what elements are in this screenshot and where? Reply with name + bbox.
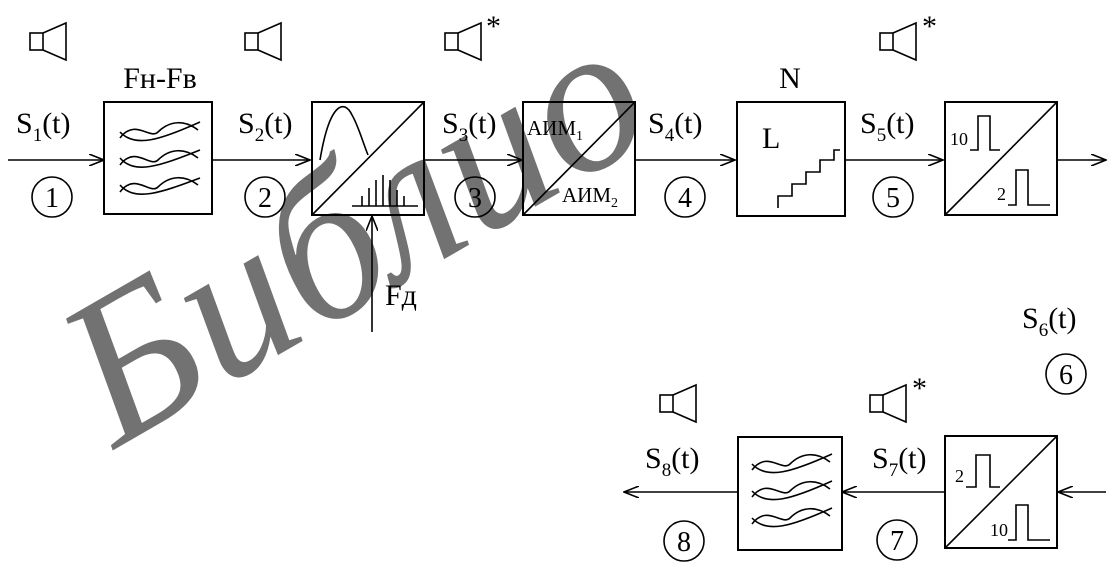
bandpass-label: Fн-Fв <box>123 62 197 95</box>
quant-levels-label: N <box>779 62 801 95</box>
svg-text:L: L <box>762 122 780 155</box>
sampler-block <box>311 101 425 216</box>
speaker-icon-star <box>879 21 917 62</box>
speaker-icon <box>244 21 282 62</box>
point-7-circle: 7 <box>876 519 918 561</box>
svg-text:10: 10 <box>950 129 968 149</box>
star-marker: * <box>912 372 927 405</box>
svg-text:2: 2 <box>955 466 964 486</box>
svg-text:2: 2 <box>258 183 272 214</box>
sampling-freq-label: Fд <box>385 279 417 312</box>
watermark-text: Библио <box>19 0 684 491</box>
svg-text:3: 3 <box>468 183 482 214</box>
svg-text:5: 5 <box>886 183 900 214</box>
svg-text:10: 10 <box>990 520 1008 540</box>
speaker-icon-star <box>444 21 482 62</box>
bandpass-filter-block <box>103 101 213 215</box>
svg-text:8: 8 <box>677 527 691 558</box>
svg-text:АИМ2: АИМ2 <box>562 183 618 211</box>
svg-text:7: 7 <box>890 526 904 557</box>
star-marker: * <box>486 10 501 43</box>
point-5-circle: 5 <box>872 176 914 218</box>
aim-converter-block: АИМ1 АИМ2 <box>522 101 636 216</box>
signal-s5-label: S5(t) <box>860 107 915 146</box>
svg-text:4: 4 <box>678 183 692 214</box>
point-1-circle: 1 <box>31 176 73 218</box>
point-3-circle: 3 <box>454 176 496 218</box>
svg-text:2: 2 <box>997 184 1006 204</box>
signal-s4-label: S4(t) <box>648 107 703 146</box>
coder-block: 10 2 <box>944 101 1058 216</box>
point-6-circle: 6 <box>1045 353 1087 395</box>
speaker-icon-star <box>869 383 907 424</box>
signal-s2-label: S2(t) <box>238 107 293 146</box>
signal-s1-label: S1(t) <box>16 107 71 146</box>
point-8-circle: 8 <box>663 520 705 562</box>
signal-s3-label: S3(t) <box>442 107 497 146</box>
point-2-circle: 2 <box>244 176 286 218</box>
quantizer-block: L <box>736 101 846 217</box>
decoder-block: 2 10 <box>944 435 1058 549</box>
svg-text:6: 6 <box>1059 360 1073 391</box>
signal-s7-label: S7(t) <box>872 442 927 481</box>
star-marker: * <box>922 10 937 43</box>
svg-text:1: 1 <box>45 183 59 214</box>
svg-text:АИМ1: АИМ1 <box>527 116 583 144</box>
point-4-circle: 4 <box>664 176 706 218</box>
signal-s6-label: S6(t) <box>1022 302 1077 341</box>
speaker-icon <box>659 383 697 424</box>
output-filter-block <box>737 436 843 551</box>
speaker-icon <box>29 21 67 62</box>
signal-s8-label: S8(t) <box>645 442 700 481</box>
